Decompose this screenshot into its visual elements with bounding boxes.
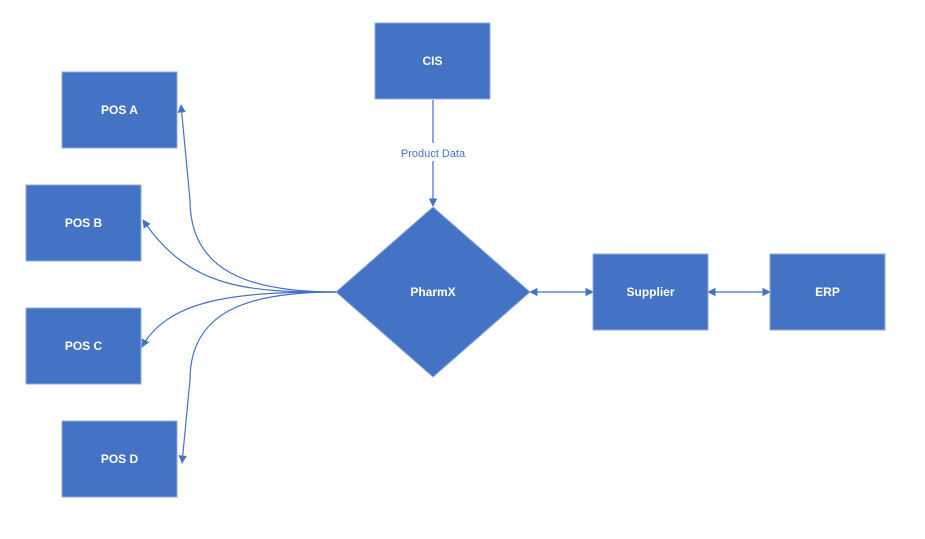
edge-pharmx-pos-a [177,104,337,293]
node-pharmx[interactable]: PharmX [335,206,531,378]
edges: Product Data [141,100,771,464]
edge-pharmx-pos-d [178,291,337,464]
node-pos-a[interactable]: POS A [61,71,178,149]
node-erp-label: ERP [815,285,840,299]
node-erp[interactable]: ERP [769,253,886,331]
node-pos-d-label: POS D [101,452,139,466]
node-pos-b[interactable]: POS B [25,184,142,262]
node-cis-label: CIS [422,54,442,68]
edge-label-background [396,143,470,161]
node-supplier[interactable]: Supplier [592,253,709,331]
node-pos-d[interactable]: POS D [61,420,178,498]
node-cis[interactable]: CIS [374,22,491,100]
node-supplier-label: Supplier [626,285,674,299]
edge-label-product-data: Product Data [401,148,466,160]
node-pos-c[interactable]: POS C [25,307,142,385]
node-pos-a-label: POS A [101,103,138,117]
node-pharmx-label: PharmX [410,285,455,299]
node-pos-b-label: POS B [65,216,103,230]
edge-pharmx-pos-b [142,219,337,293]
nodes: CIS POS A POS B POS C POS D PharmX Suppl… [25,22,886,498]
edge-pharmx-pos-c [141,291,337,348]
node-pos-c-label: POS C [65,339,103,353]
